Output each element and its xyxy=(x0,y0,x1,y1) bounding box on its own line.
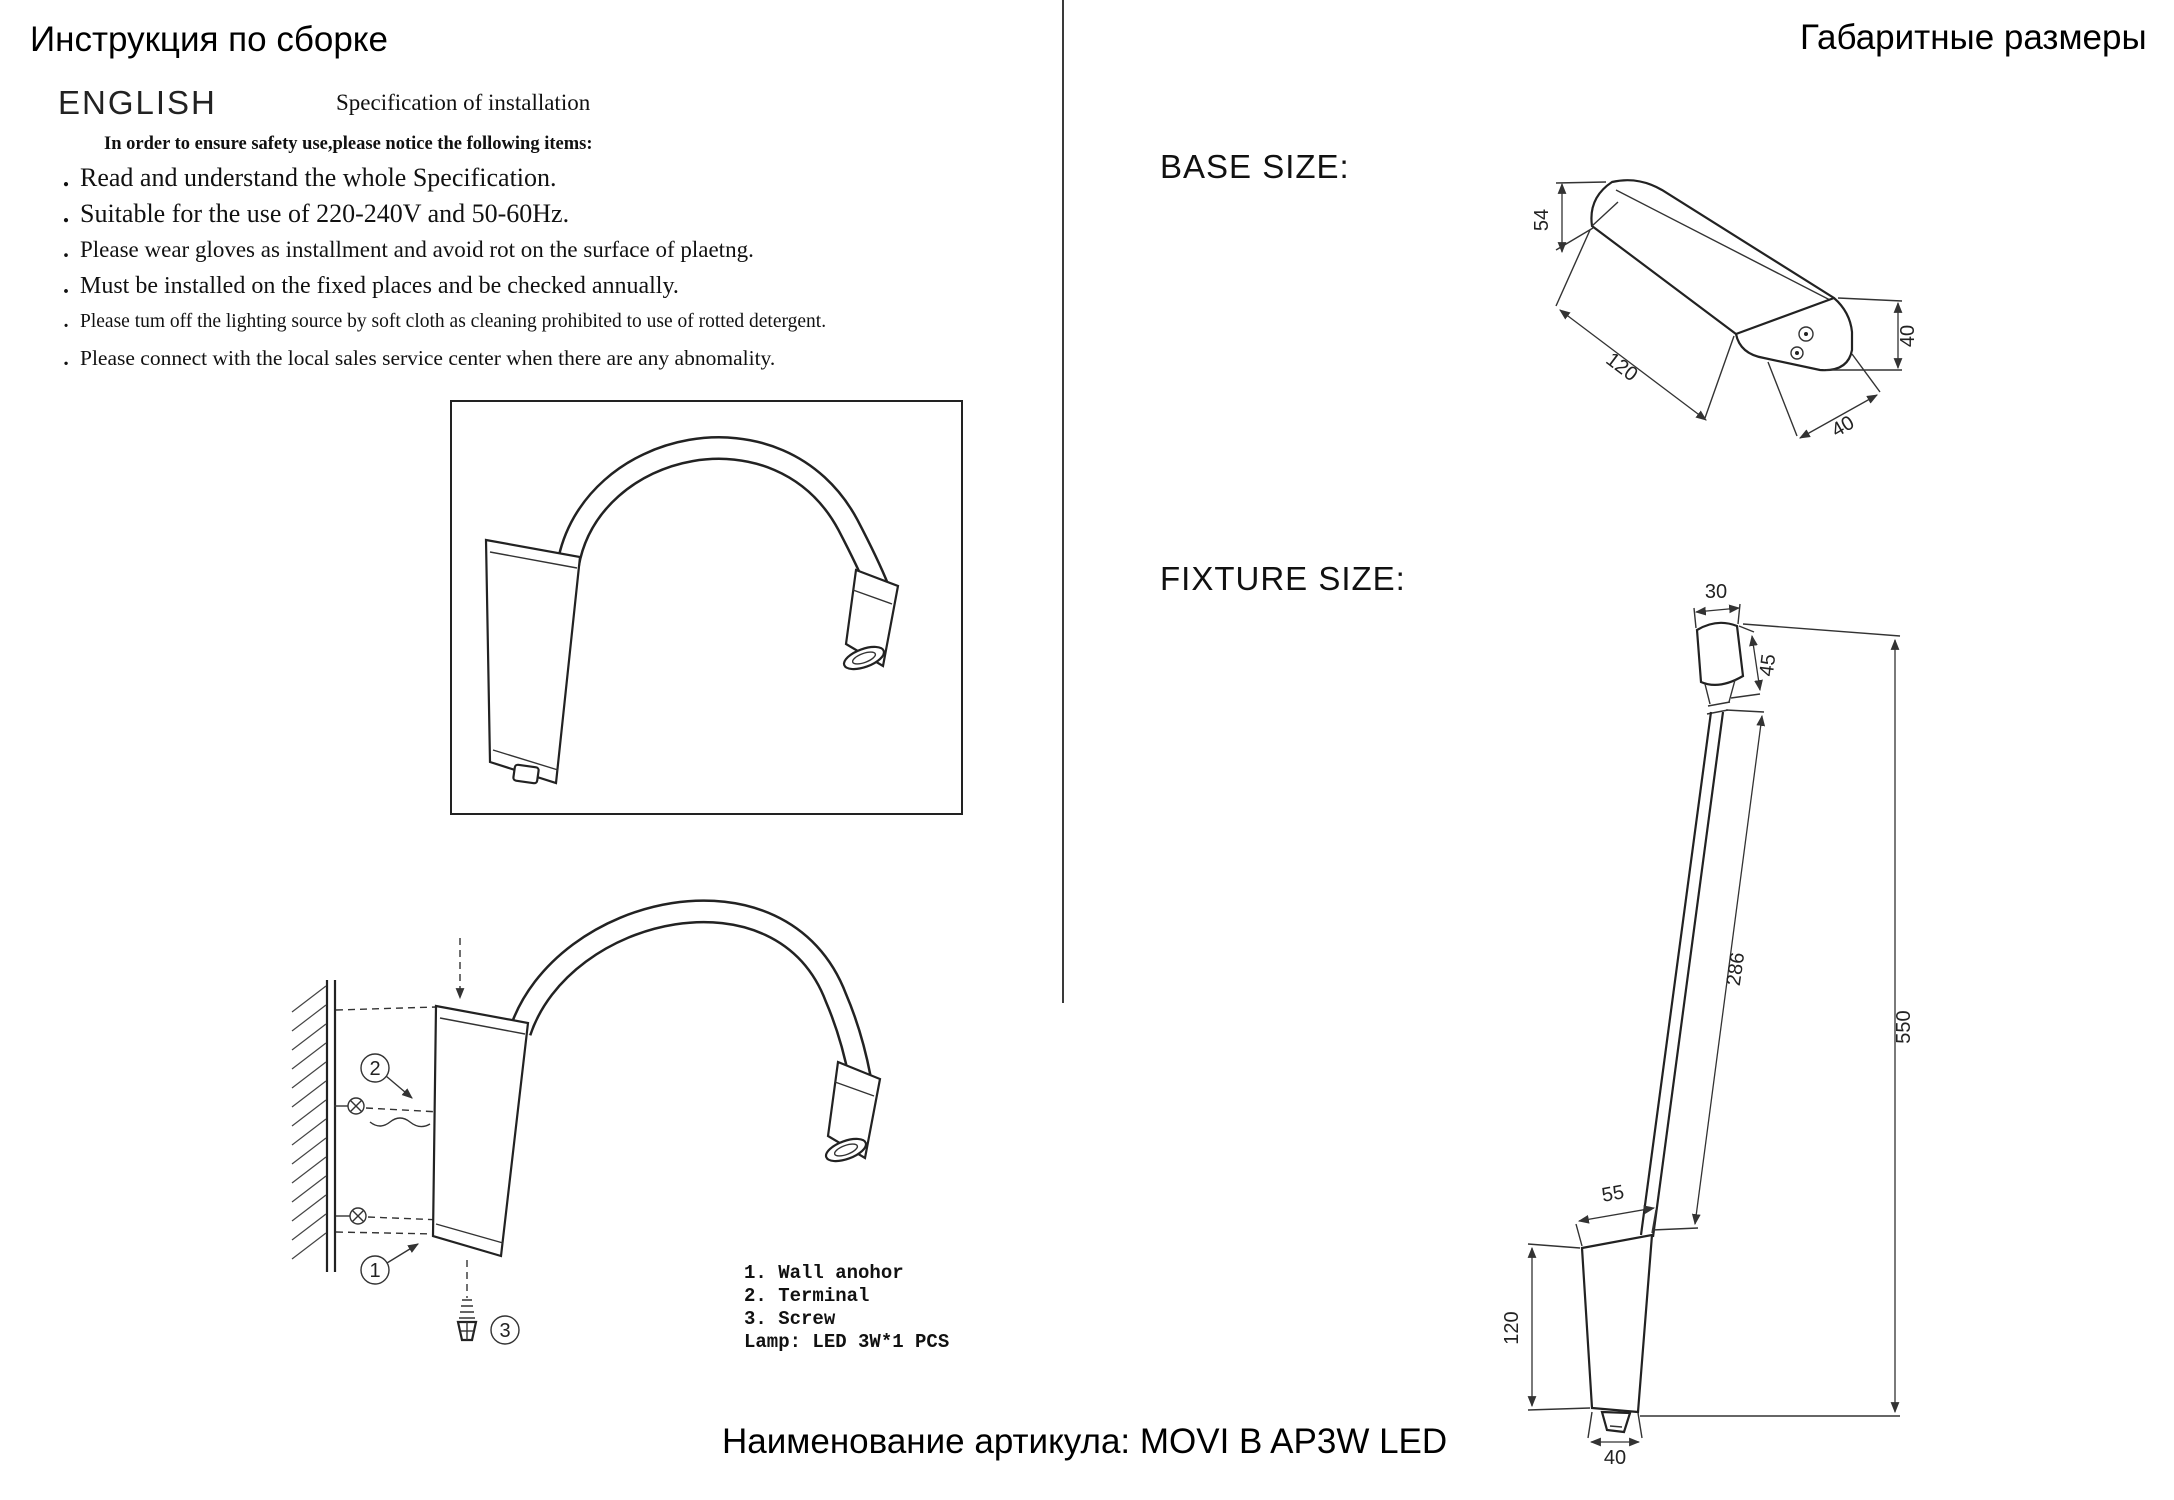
bullet-item: . Suitable for the use of 220-240V and 50… xyxy=(52,196,992,232)
fixing-screw xyxy=(456,1260,478,1342)
bullet-item: . Read and understand the whole Specifica… xyxy=(52,160,992,196)
callout-1-number: 1 xyxy=(369,1260,380,1282)
dim-label-head-height: 45 xyxy=(1756,653,1781,678)
dim-label-base-height: 54 xyxy=(1531,209,1553,231)
fixture-size-heading: FIXTURE SIZE: xyxy=(1160,560,1406,597)
callout-2: 2 xyxy=(360,1053,413,1099)
safety-bullet-list: . Read and understand the whole Specifica… xyxy=(52,160,992,376)
article-name-line: Наименование артикула: MOVI B AP3W LED xyxy=(722,1422,1448,1461)
wall-anchor-screws xyxy=(334,1097,431,1225)
wall-section xyxy=(291,980,337,1272)
wall-hatch xyxy=(291,985,327,1260)
fixture-size-drawing: 30 45 286 550 55 120 40 xyxy=(1501,581,1915,1469)
lamp-overview-frame xyxy=(450,400,963,815)
bullet-text: Please wear gloves as installment and av… xyxy=(80,237,754,262)
spec-heading: Specification of installation xyxy=(336,90,591,115)
callout-3: 3 xyxy=(490,1315,520,1345)
dim-label-base-length: 120 xyxy=(1602,348,1642,386)
base-size-heading: BASE SIZE: xyxy=(1160,148,1350,185)
dim-label-base-height: 120 xyxy=(1501,1311,1523,1344)
parts-list-item: 3. Screw xyxy=(744,1308,836,1330)
dim-label-base-bottom-width: 40 xyxy=(1604,1447,1626,1469)
dim-label-base-end-width: 40 xyxy=(1897,325,1919,347)
bullet-marker: . xyxy=(63,311,69,332)
bullet-item: . Please wear gloves as installment and a… xyxy=(52,232,992,268)
bullet-item: . Please connect with the local sales ser… xyxy=(52,340,992,376)
wall-plate xyxy=(431,1004,530,1258)
bullet-marker: . xyxy=(63,237,69,262)
bullet-item: . Must be installed on the fixed places a… xyxy=(52,268,992,304)
bullet-item: . Please tum off the lighting source by s… xyxy=(52,304,992,340)
parts-list: 1. Wall anohor 2. Terminal 3. Screw Lamp… xyxy=(744,1262,949,1354)
bullet-marker: . xyxy=(63,346,69,370)
vertical-divider xyxy=(1062,0,1064,1003)
dim-label-head-width: 30 xyxy=(1705,581,1727,603)
lamp-overview-drawing xyxy=(484,436,900,785)
callout-2-number: 2 xyxy=(369,1058,380,1080)
fixture-body xyxy=(1580,621,1745,1434)
dim-label-neck-length: 286 xyxy=(1723,951,1749,987)
lamp-spec-line: Lamp: LED 3W*1 PCS xyxy=(744,1331,950,1353)
bullet-text: Please tum off the lighting source by so… xyxy=(80,311,827,332)
dim-label-overall-height: 550 xyxy=(1893,1010,1915,1043)
bullet-text: Suitable for the use of 220-240V and 50-… xyxy=(80,199,570,228)
callout-3-number: 3 xyxy=(499,1320,510,1342)
dim-label-base-depth: 40 xyxy=(1828,412,1858,442)
gooseneck-tube xyxy=(556,436,890,593)
wall-plate xyxy=(484,538,582,785)
bullet-text: Read and understand the whole Specificat… xyxy=(80,163,557,192)
language-heading: ENGLISH xyxy=(58,84,217,121)
lamp-head xyxy=(824,1060,882,1163)
parts-list-item: 2. Terminal xyxy=(744,1285,870,1307)
base-body xyxy=(1590,179,1854,372)
bullet-text: Please connect with the local sales serv… xyxy=(80,346,776,370)
alignment-dashes xyxy=(335,938,496,1235)
lamp-head xyxy=(842,568,900,671)
bullet-text: Must be installed on the fixed places an… xyxy=(80,273,679,299)
callout-1: 1 xyxy=(360,1243,419,1285)
fixture-dimensions: 30 45 286 550 55 120 40 xyxy=(1501,581,1915,1469)
base-size-drawing: 54 40 120 40 xyxy=(1531,179,1919,442)
bullet-marker: . xyxy=(63,273,69,299)
bullet-marker: . xyxy=(62,199,70,228)
overall-dimensions-title: Габаритные размеры xyxy=(1800,18,2147,57)
parts-list-item: 1. Wall anohor xyxy=(744,1262,904,1284)
dim-label-base-top-width: 55 xyxy=(1600,1181,1626,1207)
gooseneck-tube xyxy=(508,899,872,1081)
installation-drawing: 2 1 3 xyxy=(291,899,882,1345)
safety-intro-line: In order to ensure safety use,please not… xyxy=(104,134,593,154)
assembly-instructions-title: Инструкция по сборке xyxy=(30,20,388,59)
bullet-marker: . xyxy=(62,163,70,192)
